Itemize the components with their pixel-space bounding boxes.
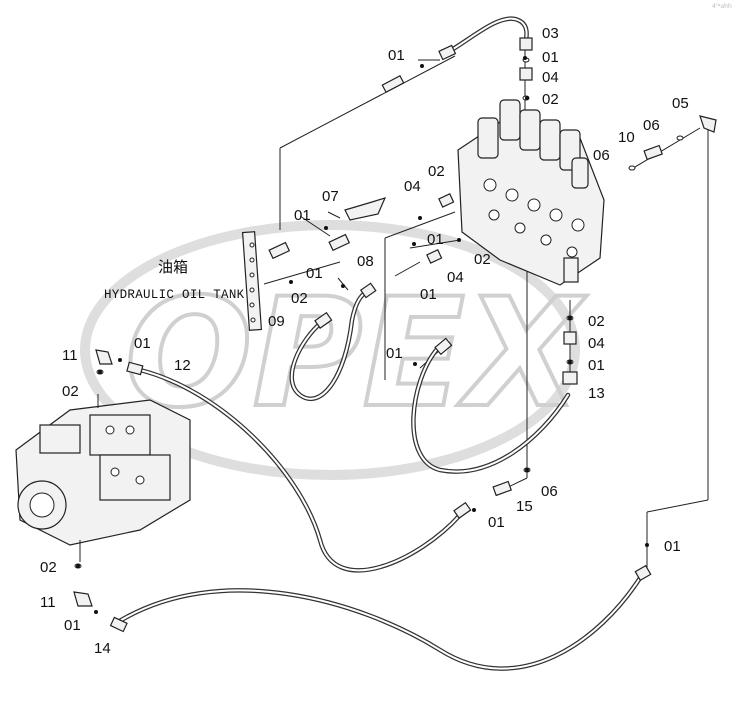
callout-10: 10 [618, 129, 635, 146]
control-valve [457, 99, 605, 286]
callout-13: 13 [588, 385, 605, 402]
callout-15: 15 [516, 498, 533, 515]
callout-04: 04 [542, 69, 559, 86]
callout-01: 01 [386, 345, 403, 362]
callout-04: 04 [588, 335, 605, 352]
callout-dots [76, 56, 649, 614]
callout-02: 02 [428, 163, 445, 180]
callout-08: 08 [357, 253, 374, 270]
tank-bracket [241, 231, 263, 331]
callout-01: 01 [588, 357, 605, 374]
callout-09: 09 [268, 313, 285, 330]
callout-06: 06 [541, 483, 558, 500]
callout-01: 01 [388, 47, 405, 64]
callout-02: 02 [588, 313, 605, 330]
callout-14: 14 [94, 640, 111, 657]
hydraulic-pump [15, 394, 191, 562]
callout-01: 01 [542, 49, 559, 66]
callout-07: 07 [322, 188, 339, 205]
callout-01: 01 [664, 538, 681, 555]
callout-02: 02 [542, 91, 559, 108]
callout-12: 12 [174, 357, 191, 374]
callout-01: 01 [64, 617, 81, 634]
callout-02: 02 [474, 251, 491, 268]
callout-02: 02 [62, 383, 79, 400]
callout-03: 03 [542, 25, 559, 42]
callout-04: 04 [447, 269, 464, 286]
callout-01: 01 [294, 207, 311, 224]
callout-02: 02 [40, 559, 57, 576]
callout-02: 02 [291, 290, 308, 307]
tank-label-cn: 油箱 [158, 258, 188, 276]
watermark: OPEX [80, 220, 589, 480]
watermark-text: OPEX [125, 267, 587, 441]
hoses [115, 16, 643, 671]
callout-01: 01 [306, 265, 323, 282]
callout-05: 05 [672, 95, 689, 112]
reference-code: 4'*ahh [712, 3, 732, 10]
callout-labels: 01 03 01 04 02 05 10 06 06 02 04 07 01 0… [40, 25, 689, 657]
callout-06: 06 [593, 147, 610, 164]
callout-11: 11 [40, 594, 56, 611]
callout-01: 01 [134, 335, 151, 352]
callout-11: 11 [62, 347, 78, 364]
tank-label-en: HYDRAULIC OIL TANK [104, 288, 245, 302]
callout-01: 01 [488, 514, 505, 531]
callout-01: 01 [420, 286, 437, 303]
callout-06: 06 [643, 117, 660, 134]
callout-04: 04 [404, 178, 421, 195]
callout-01: 01 [427, 231, 444, 248]
